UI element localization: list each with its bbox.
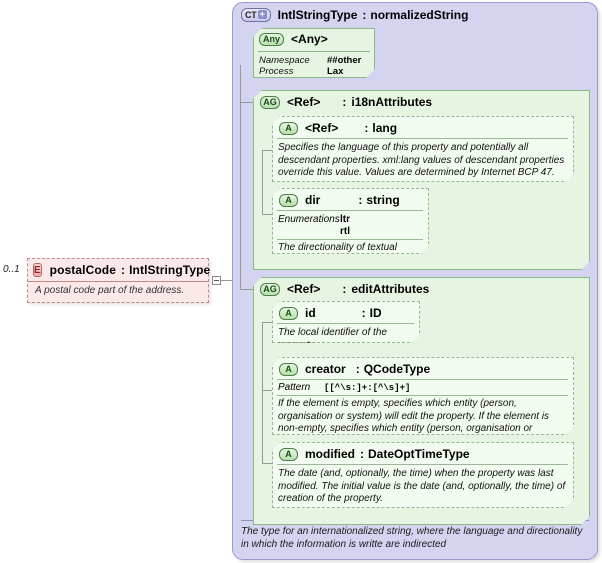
- divider: [277, 464, 568, 465]
- complextype-name: IntlStringType: [277, 8, 358, 22]
- attribute-separator: :: [364, 121, 369, 135]
- attribute-name: modified: [305, 447, 355, 461]
- attribute-type: ID: [369, 306, 382, 320]
- attributegroup-icon: AG: [260, 283, 280, 296]
- divider: [277, 395, 568, 396]
- attribute-box-lang[interactable]: A <Ref> : lang Specifies the language of…: [272, 116, 574, 182]
- attribute-documentation: The date (and, optionally, the time) whe…: [278, 468, 566, 504]
- attribute-header: A id : ID: [279, 305, 415, 321]
- attribute-type: string: [366, 193, 400, 207]
- expand-collapse-toggle[interactable]: [212, 276, 221, 285]
- connector-line: [240, 65, 241, 289]
- divider: [277, 239, 423, 240]
- attributegroup-icon: AG: [260, 96, 280, 109]
- attribute-group-name: i18nAttributes: [351, 95, 433, 109]
- attribute-separator: :: [358, 193, 363, 207]
- any-particle-box[interactable]: Any <Any> Namespace ##other Process Cont…: [253, 28, 375, 78]
- attribute-group-separator: :: [342, 282, 347, 296]
- element-box-postalcode[interactable]: E postalCode : IntlStringType A postal c…: [27, 258, 211, 303]
- element-name: postalCode: [49, 263, 117, 277]
- connector-line: [221, 280, 232, 281]
- facet-values: ltr rtl: [340, 214, 350, 238]
- any-property-value: Lax: [327, 66, 344, 77]
- attribute-header: A modified : DateOptTimeType: [279, 446, 569, 462]
- attribute-documentation: Specifies the language of this property …: [278, 142, 565, 178]
- divider: [258, 51, 370, 52]
- attribute-header: A <Ref> : lang: [279, 120, 569, 136]
- divider: [277, 323, 414, 324]
- attribute-facet: Enumerations ltr rtl: [278, 214, 423, 238]
- complextype-header: CT+ IntlStringType : normalizedString: [241, 8, 468, 22]
- attribute-box-modified[interactable]: A modified : DateOptTimeType The date (a…: [272, 442, 574, 508]
- facet-value: [[^\s:]+:[^\s]+]: [324, 383, 411, 393]
- attribute-separator: :: [361, 306, 366, 320]
- attribute-box-dir[interactable]: A dir : string Enumerations ltr rtl The …: [272, 188, 429, 254]
- any-property-key: Namespace: [259, 55, 310, 66]
- any-header: Any <Any>: [259, 32, 328, 46]
- connector-line: [262, 322, 263, 463]
- attribute-icon: A: [279, 194, 298, 207]
- element-header: E postalCode : IntlStringType: [28, 259, 211, 282]
- attribute-group-header: AG <Ref> : editAttributes: [260, 282, 429, 296]
- any-title: <Any>: [291, 32, 328, 46]
- connector-line: [240, 289, 253, 290]
- any-property-row: Namespace ##other: [259, 55, 370, 66]
- attribute-box-creator[interactable]: A creator : QCodeType Pattern [[^\s:]+:[…: [272, 357, 574, 435]
- element-icon: E: [33, 263, 42, 277]
- element-documentation: A postal code part of the address.: [35, 285, 185, 296]
- divider: [277, 138, 568, 139]
- attribute-type: lang: [372, 121, 398, 135]
- attribute-name: <Ref>: [305, 121, 339, 135]
- attribute-type: QCodeType: [363, 362, 431, 376]
- any-icon: Any: [259, 33, 284, 46]
- attribute-group-name: editAttributes: [351, 282, 430, 296]
- connector-line: [262, 150, 263, 214]
- connector-line: [262, 322, 272, 323]
- connector-line: [262, 150, 272, 151]
- attribute-group-ref-label: <Ref>: [287, 282, 321, 296]
- attribute-header: A dir : string: [279, 192, 424, 208]
- complextype-base-type: normalizedString: [370, 8, 469, 22]
- connector-line: [262, 390, 272, 391]
- attribute-facet: Pattern [[^\s:]+:[^\s]+]: [278, 382, 568, 394]
- attribute-header: A creator : QCodeType: [279, 361, 569, 377]
- element-separator: :: [121, 263, 126, 277]
- attribute-separator: :: [355, 362, 360, 376]
- element-type: IntlStringType: [129, 263, 211, 277]
- complextype-icon: CT+: [241, 8, 271, 22]
- divider: [277, 379, 568, 380]
- divider: [277, 210, 423, 211]
- any-property-value: ##other: [327, 55, 362, 66]
- attribute-icon: A: [279, 363, 298, 376]
- complextype-separator: :: [362, 8, 367, 22]
- attribute-type: DateOptTimeType: [368, 447, 470, 461]
- facet-value: ltr: [340, 214, 350, 225]
- attribute-name: id: [305, 306, 316, 320]
- attribute-name: dir: [305, 193, 321, 207]
- attribute-name: creator: [305, 362, 346, 376]
- attribute-box-id[interactable]: A id : ID The local identifier of the pr…: [272, 301, 420, 343]
- attribute-icon: A: [279, 448, 298, 461]
- connector-line: [262, 463, 272, 464]
- attribute-icon: A: [279, 122, 298, 135]
- attribute-group-ref-label: <Ref>: [287, 95, 321, 109]
- occurrence-indicator: 0..1: [3, 264, 20, 275]
- attribute-group-separator: :: [342, 95, 347, 109]
- connector-line: [262, 214, 272, 215]
- facet-key: Pattern: [278, 382, 311, 393]
- attribute-group-header: AG <Ref> : i18nAttributes: [260, 95, 432, 109]
- plus-icon: +: [257, 9, 267, 19]
- facet-value: rtl: [340, 226, 350, 237]
- attribute-icon: A: [279, 307, 298, 320]
- connector-line: [240, 102, 253, 103]
- complextype-badge-label: CT: [245, 10, 257, 20]
- facet-key: Enumerations: [278, 214, 340, 225]
- attribute-separator: :: [360, 447, 364, 461]
